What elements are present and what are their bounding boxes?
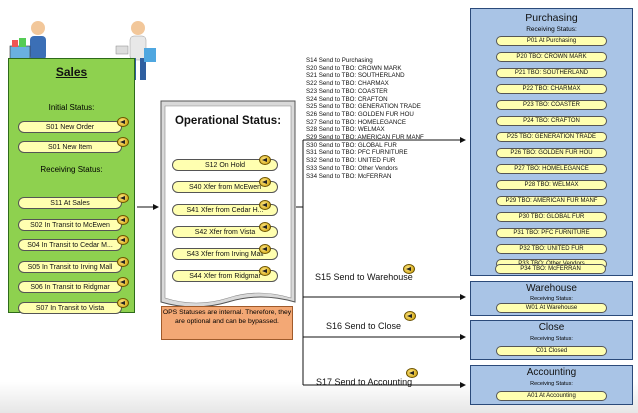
status-p28[interactable]: P28 TBO: WELMAX [496,180,607,190]
send-arrow-icon[interactable] [117,117,129,127]
send-to-accounting-label[interactable]: S17 Send to Accounting [316,377,413,387]
send-item[interactable]: S20 Send to TBO: CROWN MARK [306,64,402,72]
status-p26[interactable]: P26 TBO: GOLDEN FUR HOU [496,148,607,158]
send-item[interactable]: S26 Send to TBO: GOLDEN FUR HOU [306,110,414,118]
send-arrow-icon[interactable] [259,266,271,276]
send-item[interactable]: S29 Send to TBO: AMERICAN FUR MANF [306,134,424,141]
send-arrow-icon[interactable] [404,311,416,321]
send-item[interactable]: S14 Send to Purchasing [306,57,373,64]
accounting-panel: Accounting Receiving Status: A01 At Acco… [470,365,633,405]
warehouse-panel: Warehouse Receiving Status: W01 At Wareh… [470,281,633,316]
send-arrow-icon[interactable] [117,257,129,267]
status-s43[interactable]: S43 Xfer from Irving Mall [172,248,278,260]
status-s02[interactable]: S02 In Transit to McEwen [18,219,122,231]
status-p30[interactable]: P30 TBO: GLOBAL FUR [496,212,607,222]
send-item[interactable]: S25 Send to TBO: GENERATION TRADE [306,103,421,111]
status-s42[interactable]: S42 Xfer from Vista [172,226,278,238]
send-item[interactable]: S21 Send to TBO: SOUTHERLAND [306,72,405,80]
send-item[interactable]: S28 Send to TBO: WELMAX [306,126,385,134]
status-s11-at-sales[interactable]: S11 At Sales [18,197,122,209]
status-p20[interactable]: P20 TBO: CROWN MARK [496,52,607,62]
operational-panel: Operational Status: S12 On Hold S40 Xfer… [160,100,296,340]
close-panel: Close Receiving Status: C01 Closed [470,320,633,360]
accounting-title: Accounting [526,367,577,378]
status-p01[interactable]: P01 At Purchasing [496,36,607,46]
send-arrow-icon[interactable] [259,244,271,254]
status-p23[interactable]: P23 TBO: COASTER [496,100,607,110]
send-to-close-label[interactable]: S16 Send to Close [326,321,402,331]
send-arrow-icon[interactable] [117,137,129,147]
send-item[interactable]: S32 Send to TBO: UNITED FUR [306,157,396,165]
send-arrow-icon[interactable] [259,155,271,165]
status-p29[interactable]: P29 TBO: AMERICAN FUR MANF [496,196,607,206]
purchasing-receiving-heading: Receiving Status: [526,26,577,33]
purchasing-title: Purchasing [525,12,578,24]
send-to-warehouse-label[interactable]: S15 Send to Warehouse [315,272,413,282]
status-p32[interactable]: P32 TBO: UNITED FUR [496,244,607,254]
status-p25[interactable]: P25 TBO: GENERATION TRADE [496,132,607,142]
send-item[interactable]: S30 Send to TBO: GLOBAL FUR [306,141,397,149]
sales-receiving-heading: Receiving Status: [40,165,103,174]
warehouse-title: Warehouse [526,283,577,294]
sales-initial-heading: Initial Status: [48,103,95,112]
operational-title: Operational Status: [174,115,282,127]
accounting-receiving-heading: Receiving Status: [530,381,573,387]
status-w01[interactable]: W01 At Warehouse [496,303,607,313]
status-c01[interactable]: C01 Closed [496,346,607,356]
send-arrow-icon[interactable] [259,177,271,187]
send-arrow-icon[interactable] [117,298,129,308]
status-p27[interactable]: P27 TBO: HOMELEGANCE [496,164,607,174]
status-s07[interactable]: S07 In Transit to Vista [18,302,122,314]
send-item[interactable]: S27 Send to TBO: HOMELEGANCE [306,118,406,126]
status-s40[interactable]: S40 Xfer from McEwen [172,181,278,193]
status-s01-new-order[interactable]: S01 New Order [18,121,122,133]
send-arrow-icon[interactable] [403,264,415,274]
status-p34[interactable]: P34 TBO: McFERRAN [495,264,606,274]
status-a01[interactable]: A01 At Accounting [496,391,607,401]
send-item[interactable]: S33 Send to TBO: Other Vendors [306,164,398,172]
send-item[interactable]: S34 Send to TBO: McFERRAN [306,172,392,180]
send-item[interactable]: S31 Send to TBO: PFC FURNITURE [306,149,408,157]
status-p24[interactable]: P24 TBO: CRAFTON [496,116,607,126]
send-arrow-icon[interactable] [117,277,129,287]
status-p21[interactable]: P21 TBO: SOUTHERLAND [496,68,607,78]
send-arrow-icon[interactable] [117,215,129,225]
send-arrow-icon[interactable] [406,368,418,378]
send-arrow-icon[interactable] [117,235,129,245]
status-s44[interactable]: S44 Xfer from Ridgmar [172,270,278,282]
status-s05[interactable]: S05 In Transit to Irving Mall [18,261,122,273]
send-item[interactable]: S22 Send to TBO: CHARMAX [306,80,389,88]
close-receiving-heading: Receiving Status: [530,336,573,342]
status-s41[interactable]: S41 Xfer from Cedar H... [172,204,278,216]
send-item[interactable]: S23 Send to TBO: COASTER [306,87,388,95]
status-s12-on-hold[interactable]: S12 On Hold [172,159,278,171]
close-title: Close [538,322,565,333]
ops-note: OPS Statuses are internal. Therefore, th… [161,306,293,340]
send-item[interactable]: S24 Send to TBO: CRAFTON [306,95,388,103]
purchasing-panel: Purchasing Receiving Status: P01 At Purc… [470,8,633,276]
status-p22[interactable]: P22 TBO: CHARMAX [496,84,607,94]
sales-title: Sales [55,65,88,79]
send-arrow-icon[interactable] [259,222,271,232]
status-p31[interactable]: P31 TBO: PFC FURNITURE [496,228,607,238]
sales-panel: Sales Initial Status: S01 New Order S01 … [8,58,135,314]
status-s06[interactable]: S06 In Transit to Ridgmar [18,281,122,293]
status-s01-new-item[interactable]: S01 New Item [18,141,122,153]
status-s04[interactable]: S04 In Transit to Cedar M... [18,239,122,251]
send-arrow-icon[interactable] [259,200,271,210]
warehouse-receiving-heading: Receiving Status: [530,296,573,302]
send-arrow-icon[interactable] [117,193,129,203]
